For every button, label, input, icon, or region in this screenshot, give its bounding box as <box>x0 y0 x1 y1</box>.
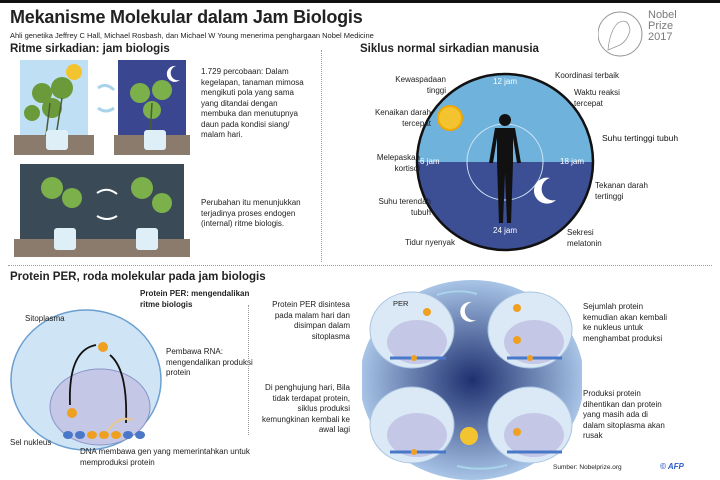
logo-line: Prize <box>648 20 674 32</box>
label-tidur: Tidur nyenyak <box>405 238 455 247</box>
logo-line: 2017 <box>648 31 673 43</box>
hour-12: 12 jam <box>493 77 518 86</box>
label-suhu-terendah: Suhu terendah tubuh <box>378 197 432 217</box>
moon-icon <box>460 301 476 322</box>
ritme-heading: Ritme sirkadian: jam biologis <box>10 43 170 55</box>
ritme-text-2: Perubahan itu menunjukkan terjadinya pro… <box>201 198 301 228</box>
sitoplasma-label: Sitoplasma <box>25 314 65 323</box>
divider <box>321 50 322 262</box>
label-koordinasi: Koordinasi terbaik <box>555 71 620 80</box>
per-label: Protein PER: mengendalikan ritme biologi… <box>140 289 250 309</box>
label-sekresi: Sekresi melatonin <box>567 228 602 248</box>
afp-credit: © AFP <box>660 462 684 471</box>
source-text: Sumber: Nobelprize.org <box>553 464 622 471</box>
cell-diagram <box>10 309 162 451</box>
sun-icon <box>66 64 82 80</box>
sun-icon <box>437 105 463 131</box>
hour-24: 24 jam <box>493 226 518 235</box>
divider <box>248 305 249 435</box>
protein-heading: Protein PER, roda molekular pada jam bio… <box>10 271 266 283</box>
per-protein-icon <box>67 408 77 418</box>
step-1-text: Protein PER disintesa pada malam hari da… <box>272 300 350 341</box>
dna-label: DNA membawa gen yang memerintahkan untuk… <box>80 447 250 467</box>
nobel-logo <box>598 11 643 57</box>
sun-icon <box>460 427 478 445</box>
mimosa-plant-illustration <box>14 60 190 257</box>
nobel-logo-text: Nobel Prize 2017 <box>648 10 677 43</box>
step-3-text: Produksi protein dihentikan dan protein … <box>583 389 665 440</box>
per-cycle-diagram <box>362 280 582 480</box>
step-4-text: Di penghujung hari, Bila tidak terdapat … <box>261 383 350 434</box>
human-silhouette-icon <box>489 114 521 223</box>
logo-line: Nobel <box>648 9 677 21</box>
label-melepaskan: Melepaskan kortisol <box>376 153 420 173</box>
top-bar <box>0 0 720 3</box>
per-short-label: PER <box>393 299 409 308</box>
hour-6: 6 jam <box>420 157 440 166</box>
nukleus-label: Sel nukleus <box>10 438 52 447</box>
label-tekanan: Tekanan darah tertinggi <box>595 181 648 201</box>
per-protein-icon <box>98 342 108 352</box>
label-waktu: Waktu reaksi tercepat <box>574 88 620 108</box>
hour-18: 18 jam <box>560 157 585 166</box>
divider <box>8 265 712 266</box>
page-title: Mekanisme Molekular dalam Jam Biologis <box>10 7 363 27</box>
circadian-clock <box>415 72 595 252</box>
label-kewaspadaan: Kewaspadaan tinggi <box>395 75 446 95</box>
moon-icon <box>166 65 180 82</box>
rna-label: Pembawa RNA: mengendalikan produksi prot… <box>166 347 253 377</box>
step-2-text: Sejumlah protein kemudian akan kembali k… <box>583 302 668 343</box>
label-suhu-tertinggi: Suhu tertinggi tubuh <box>602 133 682 144</box>
moon-icon <box>533 177 556 204</box>
siklus-heading: Siklus normal sirkadian manusia <box>360 43 539 55</box>
label-kenaikan: Kenaikan darah tercepat <box>374 108 431 128</box>
subtitle: Ahli genetika Jeffrey C Hall, Michael Ro… <box>10 31 374 40</box>
ritme-text-1: 1.729 percobaan: Dalam kegelapan, tanama… <box>201 67 304 139</box>
